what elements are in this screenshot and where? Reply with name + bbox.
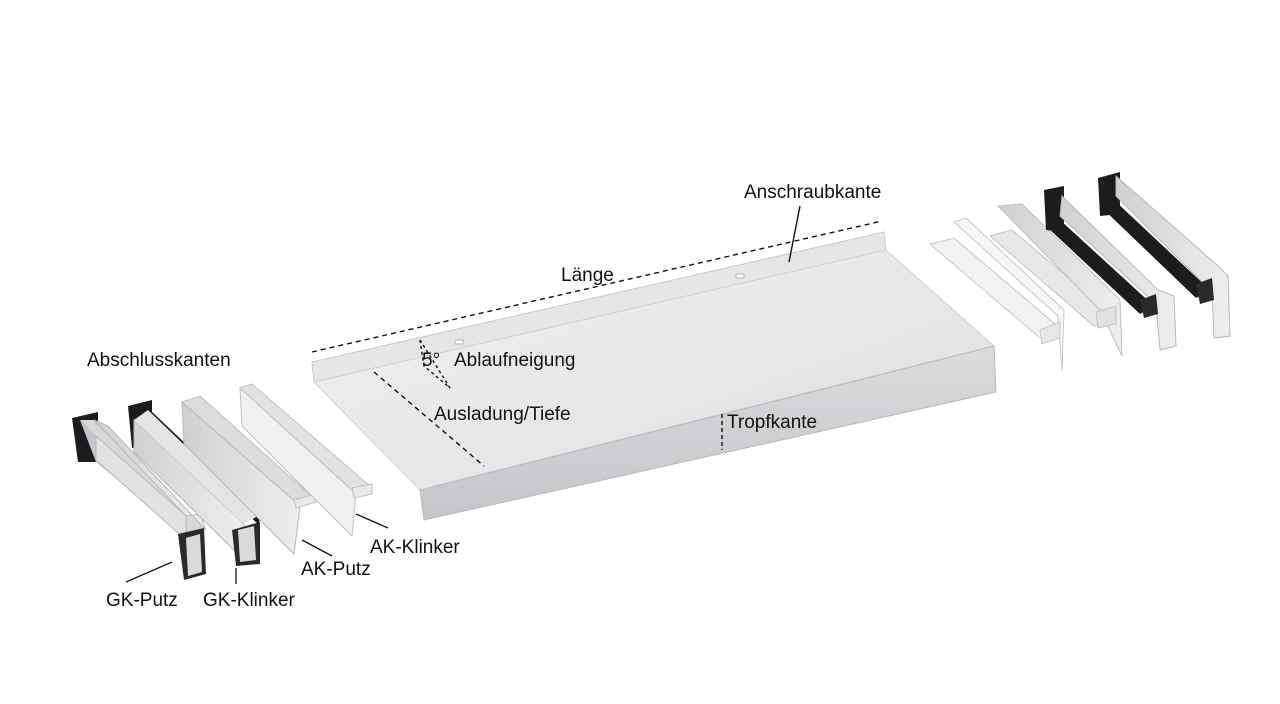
gk-klinker-label: GK-Klinker <box>203 590 295 611</box>
right-end-cap-1 <box>928 217 1065 371</box>
tropfkante-label: Tropfkante <box>727 412 818 433</box>
anschraubkante-label: Anschraubkante <box>744 182 882 203</box>
window-sill <box>311 231 997 521</box>
right-end-cap-2 <box>988 203 1123 357</box>
end-cap-ak-putz <box>181 395 317 556</box>
laenge-label: Länge <box>561 265 614 286</box>
ausladung-label: Ausladung/Tiefe <box>434 404 571 425</box>
abschlusskanten-label: Abschlusskanten <box>87 350 231 371</box>
gk-putz-leader <box>125 561 173 583</box>
length-dimension-line <box>311 220 883 353</box>
end-cap-ak-klinker <box>239 383 373 538</box>
sill-drip-edge <box>419 345 997 521</box>
depth-dimension-line <box>373 371 485 467</box>
gk-putz-label: GK-Putz <box>106 590 178 611</box>
screw-slot <box>454 339 464 345</box>
anschraubkante-leader <box>788 205 801 263</box>
left-leader-lines <box>125 513 389 584</box>
end-cap-gk-klinker <box>128 400 262 566</box>
slope-angle-mark <box>419 339 451 389</box>
ak-klinker-label: AK-Klinker <box>370 537 460 558</box>
ak-putz-label: AK-Putz <box>301 559 371 580</box>
right-end-cap-4 <box>1098 172 1231 339</box>
ablaufneigung-label: Ablaufneigung <box>454 350 576 371</box>
slope-value-label: 5° <box>422 350 441 371</box>
end-cap-gk-putz <box>72 412 207 580</box>
ak-klinker-leader <box>355 513 389 529</box>
right-end-cap-3 <box>1044 186 1177 351</box>
dimension-lines <box>311 205 883 467</box>
screw-slot <box>735 273 745 279</box>
ak-putz-leader <box>301 539 333 557</box>
